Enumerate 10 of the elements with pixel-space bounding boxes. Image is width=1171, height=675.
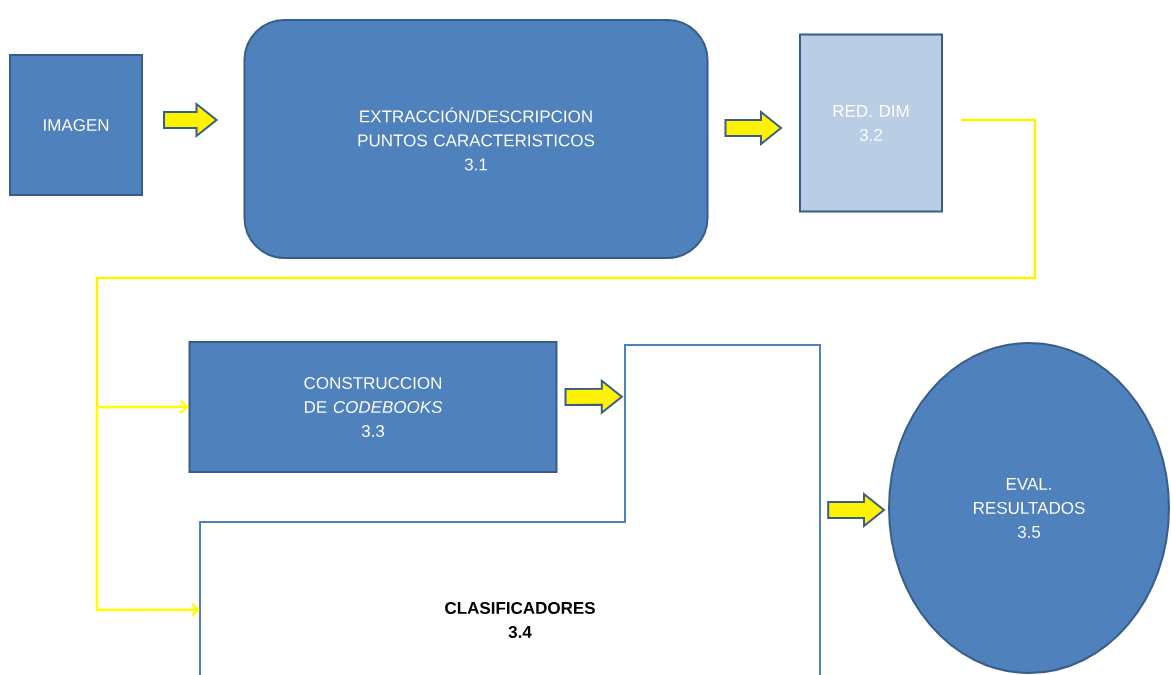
block-arrow (564, 378, 624, 415)
process-box: IMAGEN (9, 54, 143, 196)
block-arrow (724, 109, 783, 147)
connector-line (97, 400, 189, 414)
connector-line (95, 407, 200, 617)
connector-line (95, 118, 1037, 407)
rounded-process-box: EXTRACCIÓN/DESCRIPCION PUNTOS CARACTERISTICOS 3.1 (243, 19, 709, 259)
block-arrow (163, 101, 219, 139)
block-arrow (827, 491, 886, 529)
process-box: RED. DIM 3.2 (799, 33, 943, 213)
